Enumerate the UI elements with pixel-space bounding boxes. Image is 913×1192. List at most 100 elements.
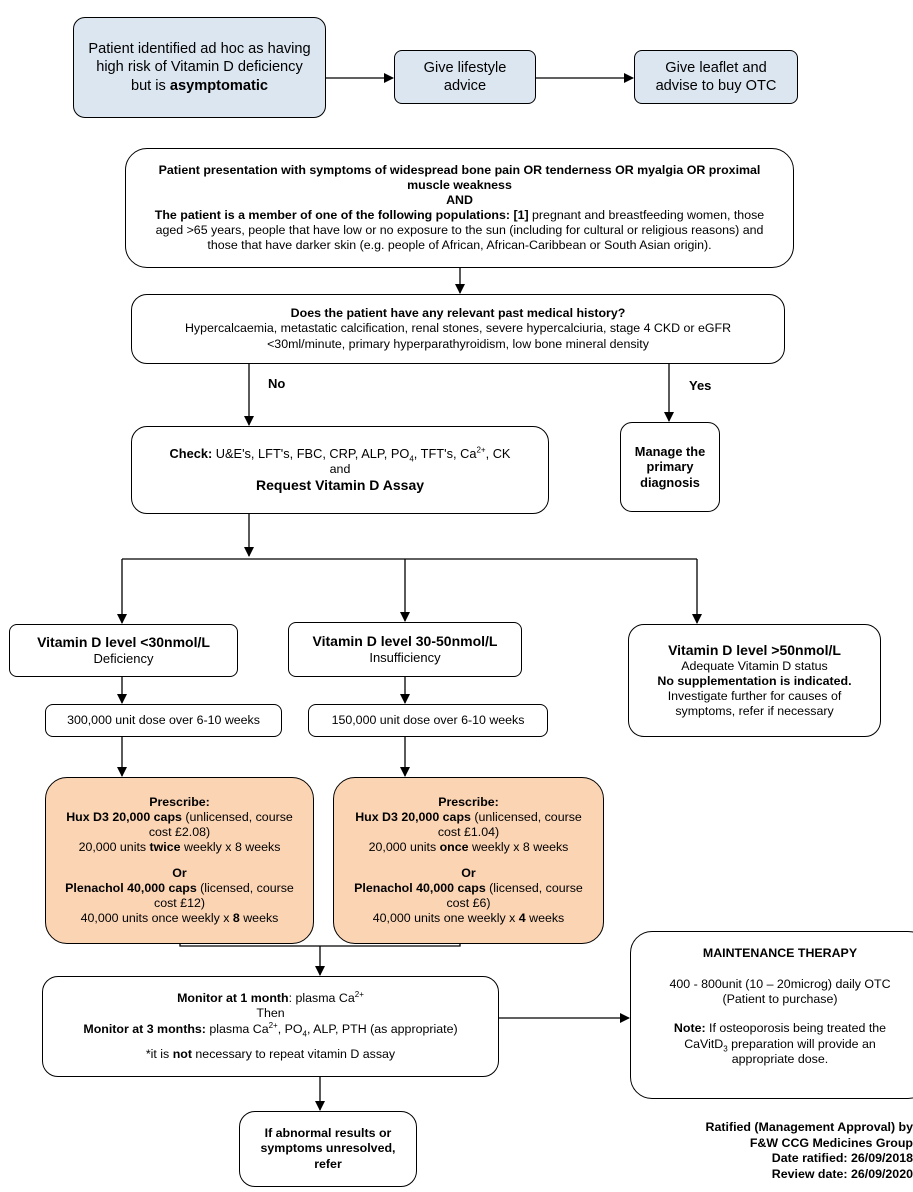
deficiency-box: Vitamin D level <30nmol/L Deficiency [9,624,238,677]
insufficiency-box: Vitamin D level 30-50nmol/L Insufficienc… [288,622,522,677]
prescribe-def-plen-dose-a: 40,000 units once weekly x [80,910,233,925]
asymptomatic-text: Patient identified ad hoc as having high… [88,41,311,94]
monitor-1-sup: 2+ [354,990,364,1000]
merge-line [179,944,461,947]
prescribe-insuf-hux-dose-bold: once [439,840,469,855]
presentation-heading: Patient presentation with symptoms of wi… [158,162,761,192]
prescribe-insuf-hux-detail: (unlicensed, course cost £1.04) [437,810,582,840]
prescribe-def-hux-dose-bold: twice [149,840,181,855]
footer-line2: F&W CCG Medicines Group [749,1135,913,1150]
monitor-note-bold: not [172,1046,192,1061]
check-tests-c: , CK [485,446,511,462]
prescribe-def-hux-detail: (unlicensed, course cost £2.08) [148,810,293,840]
prescribe-insuf-plen-detail: (licensed, course cost £6) [446,880,583,910]
prescribe-def-heading: Prescribe: [149,795,210,809]
lifestyle-advice-box: Give lifestyle advice [394,50,536,104]
prescribe-def-hux-dose-b: weekly x 8 weeks [180,840,281,855]
maintenance-note-sub: 3 [723,1043,728,1053]
asymptomatic-box: Patient identified ad hoc as having high… [73,17,326,118]
insufficiency-subtitle: Insufficiency [369,650,441,666]
prescribe-insuf-hux-name: Hux D3 20,000 caps [355,810,471,825]
maintenance-note-a: If osteoporosis being treated the CaVitD [684,1021,887,1051]
prescribe-insuf-or: Or [461,865,476,880]
monitor-note-a: *it is [145,1046,173,1061]
request-assay: Request Vitamin D Assay [255,476,425,493]
footer-line4: Review date: 26/09/2020 [771,1166,913,1181]
maintenance-box: MAINTENANCE THERAPY 400 - 800unit (10 – … [630,931,913,1099]
prescribe-insuf-heading: Prescribe: [438,795,499,809]
deficiency-dose-box: 300,000 unit dose over 6-10 weeks [45,704,282,737]
monitor-3-text-c: , ALP, PTH (as appropriate) [306,1021,458,1036]
deficiency-dose-text: 300,000 unit dose over 6-10 weeks [67,712,260,727]
primary-diagnosis-text: Manage the primary diagnosis [634,443,706,490]
prescribe-insuf-hux-dose-a: 20,000 units [368,840,440,855]
lifestyle-advice-text: Give lifestyle advice [423,59,507,94]
insufficiency-title: Vitamin D level 30-50nmol/L [312,633,498,650]
deficiency-title: Vitamin D level <30nmol/L [37,634,210,651]
prescribe-def-plen-dose-bold: 8 [232,910,240,925]
monitor-then: Then [256,1006,285,1021]
insufficiency-dose-text: 150,000 unit dose over 6-10 weeks [331,712,525,727]
monitor-note-b: necessary to repeat vitamin D assay [191,1046,396,1061]
prescribe-insuf-hux-dose-b: weekly x 8 weeks [468,840,569,855]
prescribe-def-plen-dose-b: weeks [239,910,279,925]
adequate-line2: No supplementation is indicated. [657,673,852,688]
maintenance-dose: 400 - 800unit (10 – 20microg) daily OTC [669,977,891,992]
leaflet-box: Give leaflet and advise to buy OTC [634,50,798,104]
prescribe-insuf-plen-name: Plenachol 40,000 caps [354,880,486,895]
check-label: Check: [169,446,213,462]
deficiency-subtitle: Deficiency [93,651,154,667]
prescribe-insufficiency-box: Prescribe: Hux D3 20,000 caps (unlicense… [333,777,604,944]
history-question: Does the patient have any relevant past … [290,306,626,321]
primary-diagnosis-box: Manage the primary diagnosis [620,422,720,512]
prescribe-deficiency-box: Prescribe: Hux D3 20,000 caps (unlicense… [45,777,314,944]
insufficiency-dose-box: 150,000 unit dose over 6-10 weeks [308,704,548,737]
monitor-3-bold: Monitor at 3 months: [83,1021,206,1036]
footer-line1: Ratified (Management Approval) by [705,1120,913,1134]
adequate-box: Vitamin D level >50nmol/L Adequate Vitam… [628,624,881,737]
prescribe-def-or: Or [172,865,187,880]
asymptomatic-bold: asymptomatic [169,77,269,94]
monitor-3-po-sub: 4 [302,1028,307,1038]
history-box: Does the patient have any relevant past … [131,294,785,364]
presentation-and: AND [446,192,473,207]
leaflet-text: Give leaflet and advise to buy OTC [655,59,777,94]
population-text: pregnant and breastfeeding women, those … [155,208,765,253]
maintenance-note-b: preparation will provide an appropriate … [727,1036,876,1066]
maintenance-purchase: (Patient to purchase) [722,992,838,1007]
monitor-1-bold: Monitor at 1 month [177,991,289,1006]
refer-text: If abnormal results or symptoms unresolv… [260,1126,396,1171]
population-heading: The patient is a member of one of the fo… [154,208,529,222]
yes-label: Yes [689,378,712,393]
prescribe-def-hux-name: Hux D3 20,000 caps [66,810,182,825]
adequate-line1: Adequate Vitamin D status [681,658,828,673]
monitor-1-text: : plasma Ca [288,991,355,1006]
check-box: Check: U&E's, LFT's, FBC, CRP, ALP, PO4,… [131,426,549,514]
check-ca-sup: 2+ [476,445,486,455]
prescribe-insuf-plen-dose-bold: 4 [518,910,526,925]
maintenance-note-bold: Note: [673,1021,706,1036]
adequate-title: Vitamin D level >50nmol/L [668,641,841,658]
check-tests-a: U&E's, LFT's, FBC, CRP, ALP, PO [212,446,410,462]
check-and: and [329,461,351,476]
refer-box: If abnormal results or symptoms unresolv… [239,1111,417,1187]
maintenance-title: MAINTENANCE THERAPY [702,946,858,960]
ratification-footer: Ratified (Management Approval) by F&W CC… [673,1120,913,1182]
adequate-line3: Investigate further for causes of sympto… [667,689,842,719]
prescribe-def-plen-detail: (licensed, course cost £12) [154,880,294,910]
monitor-box: Monitor at 1 month: plasma Ca2+ Then Mon… [42,976,499,1077]
prescribe-insuf-plen-dose-b: weeks [525,910,565,925]
history-conditions: Hypercalcaemia, metastatic calcification… [184,321,732,351]
presentation-box: Patient presentation with symptoms of wi… [125,148,794,268]
monitor-3-text-b: , PO [277,1021,303,1036]
check-tests-b: , TFT's, Ca [413,446,477,462]
check-po-sub: 4 [409,454,414,464]
monitor-3-text-a: plasma Ca [205,1021,269,1036]
footer-line3: Date ratified: 26/09/2018 [771,1151,913,1165]
no-label: No [268,376,286,391]
prescribe-def-plen-name: Plenachol 40,000 caps [65,880,197,895]
monitor-3-sup: 2+ [268,1020,278,1030]
prescribe-insuf-plen-dose-a: 40,000 units one weekly x [372,910,519,925]
prescribe-def-hux-dose-a: 20,000 units [78,840,150,855]
